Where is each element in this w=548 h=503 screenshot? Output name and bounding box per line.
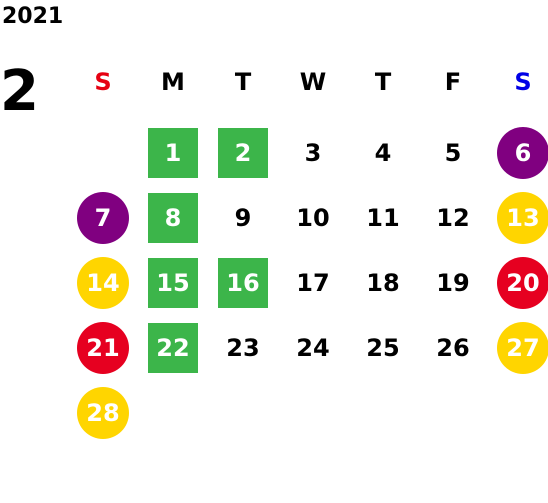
day-cell[interactable]: 17 (278, 250, 348, 315)
weekday-header: T (234, 68, 252, 96)
day-cell[interactable]: 15 (138, 250, 208, 315)
weekday-header: S (94, 68, 112, 96)
weekday-header: W (299, 68, 327, 96)
day-number: 26 (436, 333, 470, 362)
day-cell[interactable]: 13 (488, 185, 548, 250)
day-circle-marker: 13 (497, 191, 548, 244)
day-cell[interactable]: 14 (68, 250, 138, 315)
month-number: 2 (0, 59, 39, 124)
day-cell[interactable]: 25 (348, 315, 418, 380)
day-cell[interactable]: 9 (208, 185, 278, 250)
day-cell[interactable]: 19 (418, 250, 488, 315)
day-square-marker: 22 (148, 322, 198, 373)
day-number: 18 (366, 268, 400, 297)
day-number: 23 (226, 333, 260, 362)
day-cell[interactable]: 23 (208, 315, 278, 380)
day-number: 10 (296, 203, 330, 232)
year-label: 2021 (2, 4, 64, 29)
day-number: 9 (234, 203, 252, 232)
day-number: 25 (366, 333, 400, 362)
day-number: 19 (436, 268, 470, 297)
day-square-marker: 2 (218, 127, 268, 178)
day-square-marker: 1 (148, 127, 198, 178)
day-cell[interactable]: 22 (138, 315, 208, 380)
weekday-header: M (161, 68, 185, 96)
day-number: 17 (296, 268, 330, 297)
day-cell[interactable]: 27 (488, 315, 548, 380)
day-cell[interactable]: 18 (348, 250, 418, 315)
day-number: 12 (436, 203, 470, 232)
day-circle-marker: 6 (497, 126, 548, 179)
day-circle-marker: 21 (77, 321, 129, 374)
day-square-marker: 15 (148, 257, 198, 308)
day-cell[interactable]: 5 (418, 120, 488, 185)
day-cell[interactable]: 11 (348, 185, 418, 250)
day-circle-marker: 7 (77, 191, 129, 244)
day-cell[interactable]: 7 (68, 185, 138, 250)
weekday-header: S (514, 68, 532, 96)
day-cell[interactable]: 12 (418, 185, 488, 250)
day-cell[interactable]: 3 (278, 120, 348, 185)
day-cell[interactable]: 21 (68, 315, 138, 380)
day-cell[interactable]: 10 (278, 185, 348, 250)
day-number: 5 (444, 138, 462, 167)
day-square-marker: 8 (148, 192, 198, 243)
day-cell[interactable]: 2 (208, 120, 278, 185)
day-number: 4 (374, 138, 392, 167)
day-cell[interactable]: 6 (488, 120, 548, 185)
day-circle-marker: 14 (77, 256, 129, 309)
weekday-header: F (444, 68, 462, 96)
weekday-header: T (374, 68, 392, 96)
day-number: 11 (366, 203, 400, 232)
day-cell[interactable]: 20 (488, 250, 548, 315)
day-cell[interactable]: 1 (138, 120, 208, 185)
day-cell[interactable]: 26 (418, 315, 488, 380)
day-number: 3 (304, 138, 322, 167)
day-cell[interactable]: 28 (68, 380, 138, 445)
day-circle-marker: 27 (497, 321, 548, 374)
day-square-marker: 16 (218, 257, 268, 308)
day-cell[interactable]: 24 (278, 315, 348, 380)
day-circle-marker: 28 (77, 386, 129, 439)
day-cell[interactable]: 8 (138, 185, 208, 250)
day-cell[interactable]: 4 (348, 120, 418, 185)
day-cell[interactable]: 16 (208, 250, 278, 315)
day-circle-marker: 20 (497, 256, 548, 309)
day-number: 24 (296, 333, 330, 362)
